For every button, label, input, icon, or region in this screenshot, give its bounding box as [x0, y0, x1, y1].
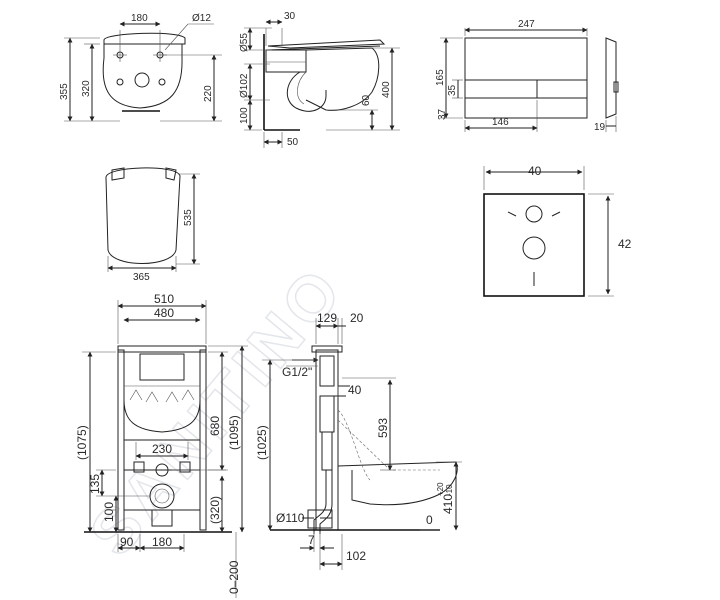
dim-side-g12: G1/2": [282, 365, 312, 379]
dim-frame-680: 680: [208, 416, 222, 436]
side-bowl-view: 30 Ø55 Ø102 100 400 60 50: [239, 11, 400, 148]
dim-top-width: 365: [133, 272, 150, 283]
dim-side-tol-minus: -10: [445, 484, 454, 496]
dim-front-height: 320: [81, 80, 92, 97]
dim-plate-height: 165: [435, 69, 446, 86]
dim-side-0: 0: [426, 513, 433, 527]
dim-side-20: 20: [350, 311, 364, 325]
dim-panel-height: 42: [618, 237, 632, 251]
top-bowl-view: 535 365: [105, 167, 200, 283]
dim-side-593: 593: [376, 418, 390, 438]
frame-front-view: 510 480 (1075) 680 (1095) 230 135 100: [75, 292, 248, 598]
dim-front-hole: Ø12: [192, 13, 211, 24]
dim-side-1025: (1025): [255, 425, 269, 460]
front-bowl-view: 180 Ø12 355 320 220: [59, 13, 222, 122]
dim-frame-480: 480: [154, 306, 174, 320]
dim-panel-width: 40: [528, 164, 542, 178]
dim-frame-135: 135: [88, 474, 102, 494]
dim-side-40: 40: [348, 383, 362, 397]
dim-plate-19: 19: [594, 122, 606, 133]
dim-side-7: 7: [308, 533, 315, 547]
dim-plate-width: 247: [518, 19, 535, 30]
dim-side-410: 410: [441, 494, 455, 514]
dim-side-tol-plus: +20: [436, 482, 445, 496]
dim-frame-510: 510: [154, 292, 174, 306]
dim-frame-180: 180: [152, 535, 172, 549]
dim-side-d110: Ø110: [276, 511, 305, 525]
dim-frame-90: 90: [120, 535, 134, 549]
dim-front-height-total: 355: [59, 83, 70, 100]
dim-frame-100: 100: [102, 502, 116, 522]
dim-top-length: 535: [183, 209, 194, 226]
dim-side-102: 102: [346, 549, 366, 563]
sound-panel-view: 40 42: [483, 164, 632, 297]
flush-plate-view: 247 165 35 37 146 19: [435, 19, 619, 133]
dim-frame-0-200: 0–200: [227, 560, 241, 594]
frame-side-view: 129 20 G1/2" 40 (1025) 593 410 +20 -10 Ø…: [255, 311, 462, 570]
dim-front-floor: 220: [203, 85, 214, 102]
dim-side-100: 100: [239, 107, 250, 124]
dim-plate-146: 146: [492, 117, 509, 128]
dim-plate-37: 37: [437, 108, 448, 120]
dim-side-d55: Ø55: [239, 33, 250, 52]
dim-frame-1095: (1095): [227, 415, 241, 450]
dim-plate-35: 35: [447, 84, 458, 96]
dim-side-60: 60: [361, 94, 372, 106]
dim-frame-1075: (1075): [75, 425, 89, 460]
dim-side-129: 129: [317, 311, 337, 325]
dim-side-top: 30: [284, 11, 296, 22]
dim-side-50: 50: [287, 137, 299, 148]
dim-side-d102: Ø102: [239, 73, 250, 98]
dim-front-width: 180: [131, 13, 148, 24]
dim-frame-230: 230: [152, 442, 172, 456]
dim-side-400: 400: [381, 81, 392, 98]
dim-frame-320: (320): [208, 496, 222, 524]
